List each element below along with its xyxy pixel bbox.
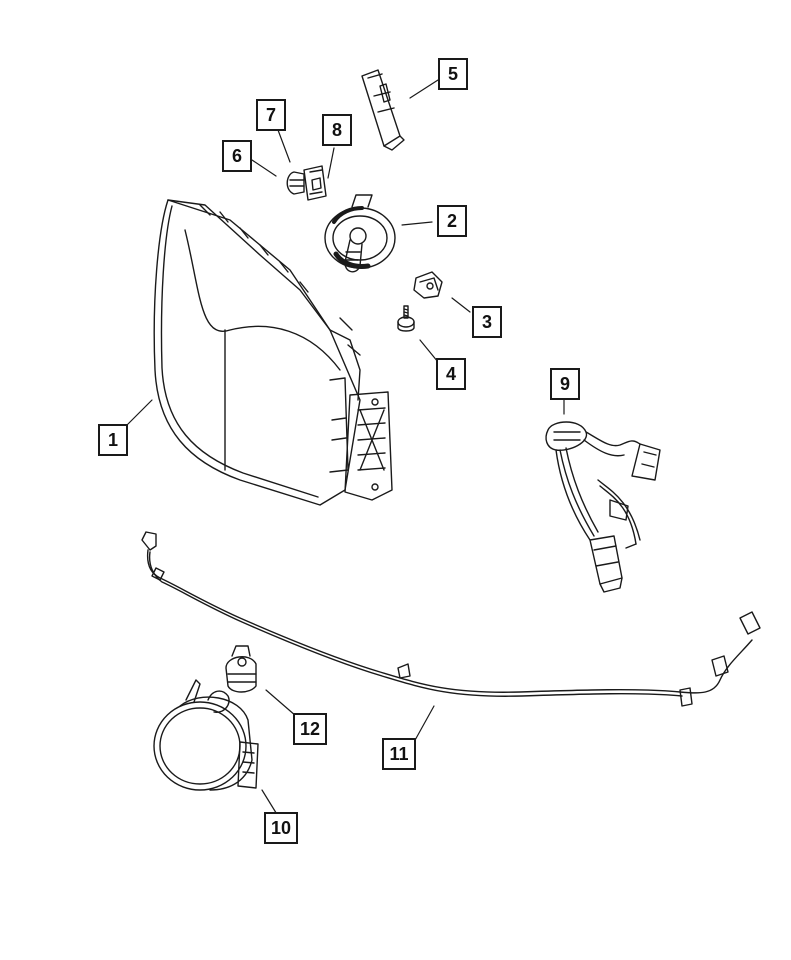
callout-11: 11 bbox=[382, 738, 416, 770]
screw bbox=[397, 305, 415, 332]
callout-5: 5 bbox=[438, 58, 468, 90]
fog-lamp-bulb bbox=[225, 645, 257, 693]
fog-lamp-harness bbox=[141, 531, 761, 707]
callout-4: 4 bbox=[436, 358, 466, 390]
bulb-assembly bbox=[324, 194, 396, 273]
wiring-harness bbox=[545, 421, 661, 593]
callout-12: 12 bbox=[293, 713, 327, 745]
marker-bulb-socket bbox=[286, 165, 327, 201]
callout-1: 1 bbox=[98, 424, 128, 456]
callout-7: 7 bbox=[256, 99, 286, 131]
callout-6: 6 bbox=[222, 140, 252, 172]
clip-nut bbox=[413, 271, 443, 299]
callout-8: 8 bbox=[322, 114, 352, 146]
leader-lines bbox=[127, 79, 565, 817]
callout-10: 10 bbox=[264, 812, 298, 844]
fog-lamp bbox=[153, 679, 259, 791]
callout-3: 3 bbox=[472, 306, 502, 338]
callout-2: 2 bbox=[437, 205, 467, 237]
callout-9: 9 bbox=[550, 368, 580, 400]
headlamp-assembly bbox=[153, 199, 393, 506]
retaining-clip bbox=[361, 69, 405, 151]
